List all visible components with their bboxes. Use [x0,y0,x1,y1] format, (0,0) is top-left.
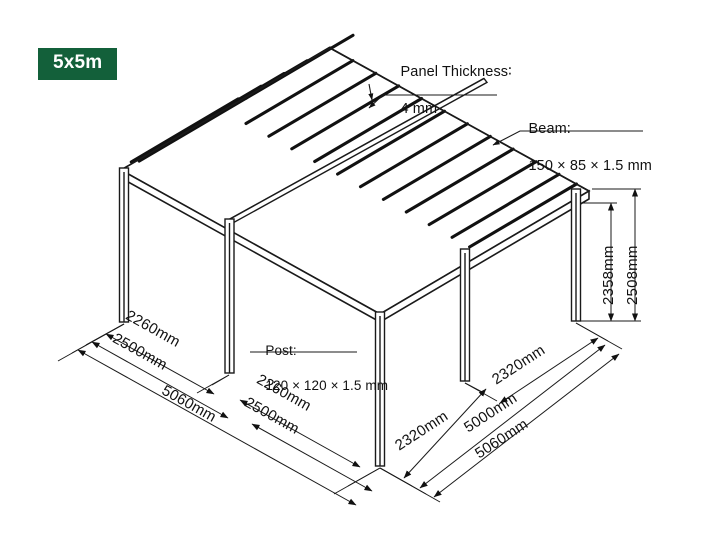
ext-r-m-b [464,382,483,393]
posts [118,167,582,467]
dim-l-5060 [77,349,357,506]
size-badge: 5x5m [38,48,118,80]
post-value: 120 × 120 × 1.5 mm [265,377,389,393]
post-mid-left [224,218,235,374]
beam-edge-back-right [329,47,590,192]
ext-r-f-c [379,467,441,503]
dim-height-clear: 2358mm [600,245,617,305]
leader-beam [492,130,643,146]
panel-thickness-annotation: Panel Thickness∶ 4 mm [384,44,512,137]
post-back-left [118,167,130,323]
dimension-left [57,323,381,506]
dim-r-5060 [433,353,620,498]
panel-thickness-title: Panel Thickness∶ [400,63,513,80]
leader-panel-thickness [368,94,497,109]
beam-title: Beam: [528,120,571,137]
ext-r-b-b [575,322,623,350]
dimension-right [379,322,623,503]
dim-height-overall: 2508mm [624,245,641,305]
post-front-left [374,311,386,467]
beam-value: 150 × 85 × 1.5 mm [528,157,652,174]
dimension-heights [580,188,641,322]
roof-panel-ribs-front [137,96,248,163]
post-front-right [570,188,582,322]
beam-annotation: Beam: 150 × 85 × 1.5 mm [512,101,652,194]
post-mid-right [459,248,471,382]
panel-thickness-value: 4 mm [400,100,438,117]
post-title: Post: [265,343,297,359]
ext-l-c [57,323,125,362]
beam-edge-back-left [120,47,331,171]
ext-m-b [211,374,230,386]
leader-panel-arrow [368,83,374,101]
post-annotation: Post: 120 × 120 × 1.5 mm [250,325,388,411]
ext-f-b [333,467,381,495]
